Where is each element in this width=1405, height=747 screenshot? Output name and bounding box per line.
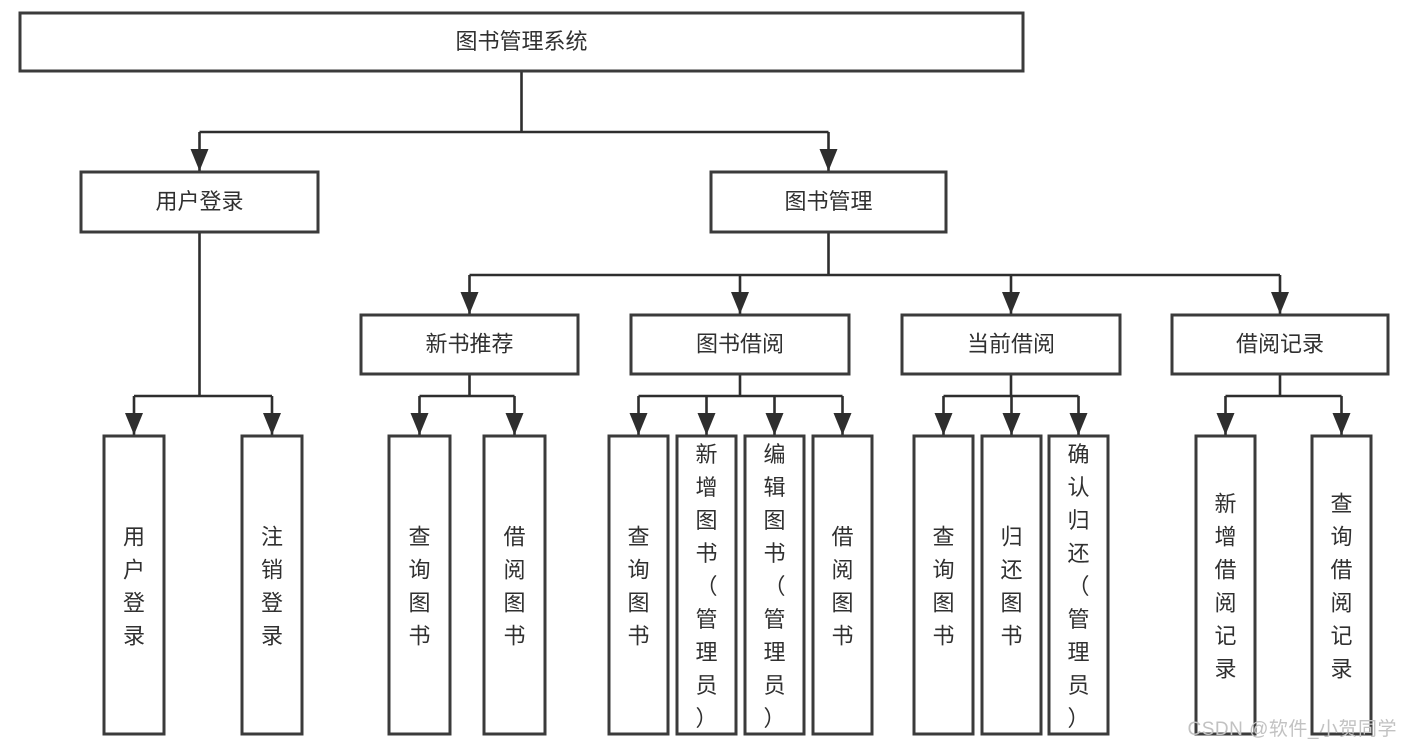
node-box-user-login <box>79 170 320 234</box>
node-box-leaf-add-record <box>1194 434 1257 736</box>
node-label-leaf-confirm-return: 确认归还（管理员） <box>1067 442 1089 731</box>
node-leaf-user-login[interactable]: 用户登录 <box>102 434 166 736</box>
arrow-head-icon <box>833 413 852 435</box>
node-new-book-recommend[interactable]: 新书推荐 <box>359 313 580 376</box>
node-label-current-borrow: 当前借阅 <box>967 331 1055 356</box>
node-leaf-logout[interactable]: 注销登录 <box>240 434 304 736</box>
node-box-leaf-query-book-2 <box>607 434 670 736</box>
node-label-leaf-add-book: 新增图书（管理员） <box>695 442 717 731</box>
node-box-leaf-query-book-1 <box>387 434 452 736</box>
arrow-head-icon <box>697 413 716 435</box>
node-leaf-confirm-return[interactable]: 确认归还（管理员） <box>1047 434 1110 736</box>
node-label-leaf-return-book: 归还图书 <box>1000 525 1022 649</box>
node-box-leaf-add-book <box>675 434 738 736</box>
node-box-leaf-user-login <box>102 434 166 736</box>
arrow-head-icon <box>1216 413 1235 435</box>
watermark-label: CSDN @软件_小贺同学 <box>1187 719 1397 740</box>
node-book-manage[interactable]: 图书管理 <box>709 170 948 234</box>
arrow-head-icon <box>460 292 479 314</box>
arrow-head-icon <box>1069 413 1088 435</box>
node-box-current-borrow <box>900 313 1122 376</box>
arrow-head-icon <box>765 413 784 435</box>
node-leaf-query-book-1[interactable]: 查询图书 <box>387 434 452 736</box>
node-box-leaf-query-book-3 <box>912 434 975 736</box>
edge-group-root <box>190 71 838 171</box>
node-leaf-add-book[interactable]: 新增图书（管理员） <box>675 434 738 736</box>
node-box-leaf-confirm-return <box>1047 434 1110 736</box>
arrow-head-icon <box>934 413 953 435</box>
node-label-leaf-query-book-3: 查询图书 <box>932 525 954 649</box>
node-label-leaf-query-record: 查询借阅记录 <box>1330 492 1352 682</box>
arrow-head-icon <box>1271 292 1289 314</box>
edge-group-borrow-record <box>1216 374 1351 435</box>
node-box-leaf-logout <box>240 434 304 736</box>
node-leaf-edit-book[interactable]: 编辑图书（管理员） <box>743 434 806 736</box>
node-label-leaf-query-book-1: 查询图书 <box>408 525 430 649</box>
node-root[interactable]: 图书管理系统 <box>18 11 1025 73</box>
arrow-head-icon <box>1002 292 1020 314</box>
node-label-user-login: 用户登录 <box>155 189 243 214</box>
arrow-head-icon <box>263 413 281 435</box>
edge-group-current-borrow <box>934 374 1088 435</box>
node-label-new-book-recommend: 新书推荐 <box>425 331 513 356</box>
connector-layer <box>125 71 1351 435</box>
node-box-book-manage <box>709 170 948 234</box>
arrow-head-icon <box>410 413 429 435</box>
node-borrow-record[interactable]: 借阅记录 <box>1170 313 1390 376</box>
edge-group-book-manage <box>460 232 1289 314</box>
arrow-head-icon <box>1332 413 1351 435</box>
node-box-root <box>18 11 1025 73</box>
node-label-borrow-record: 借阅记录 <box>1236 331 1324 356</box>
arrow-head-icon <box>125 413 143 435</box>
node-label-leaf-logout: 注销登录 <box>261 525 283 649</box>
node-box-borrow-record <box>1170 313 1390 376</box>
node-box-leaf-edit-book <box>743 434 806 736</box>
node-leaf-borrow-book-2[interactable]: 借阅图书 <box>811 434 874 736</box>
node-label-leaf-borrow-book-1: 借阅图书 <box>503 525 525 649</box>
node-user-login[interactable]: 用户登录 <box>79 170 320 234</box>
node-leaf-query-book-2[interactable]: 查询图书 <box>607 434 670 736</box>
arrow-head-icon <box>731 292 749 314</box>
arrow-head-icon <box>819 149 838 171</box>
edge-group-book-borrow <box>629 374 852 435</box>
node-leaf-borrow-book-1[interactable]: 借阅图书 <box>482 434 547 736</box>
node-box-leaf-return-book <box>980 434 1043 736</box>
node-leaf-query-record[interactable]: 查询借阅记录 <box>1310 434 1373 736</box>
node-layer: 图书管理系统用户登录图书管理新书推荐图书借阅当前借阅借阅记录用户登录注销登录查询… <box>18 11 1390 736</box>
node-label-root: 图书管理系统 <box>455 29 587 54</box>
arrow-head-icon <box>505 413 524 435</box>
node-label-leaf-borrow-book-2: 借阅图书 <box>831 525 853 649</box>
arrow-head-icon <box>629 413 648 435</box>
node-book-borrow[interactable]: 图书借阅 <box>629 313 851 376</box>
node-box-leaf-borrow-book-1 <box>482 434 547 736</box>
node-current-borrow[interactable]: 当前借阅 <box>900 313 1122 376</box>
node-label-leaf-edit-book: 编辑图书（管理员） <box>763 442 785 731</box>
node-box-leaf-borrow-book-2 <box>811 434 874 736</box>
node-label-leaf-user-login: 用户登录 <box>123 525 145 649</box>
node-label-leaf-query-book-2: 查询图书 <box>627 525 649 649</box>
edge-group-new-book-recommend <box>410 374 524 435</box>
node-box-leaf-query-record <box>1310 434 1373 736</box>
edge-group-user-login <box>125 232 281 435</box>
node-leaf-return-book[interactable]: 归还图书 <box>980 434 1043 736</box>
arrow-head-icon <box>1002 413 1021 435</box>
node-box-new-book-recommend <box>359 313 580 376</box>
node-leaf-query-book-3[interactable]: 查询图书 <box>912 434 975 736</box>
arrow-head-icon <box>190 149 209 171</box>
node-label-leaf-add-record: 新增借阅记录 <box>1214 492 1236 682</box>
node-label-book-manage: 图书管理 <box>784 189 872 214</box>
node-leaf-add-record[interactable]: 新增借阅记录 <box>1194 434 1257 736</box>
node-box-book-borrow <box>629 313 851 376</box>
node-label-book-borrow: 图书借阅 <box>696 331 784 356</box>
